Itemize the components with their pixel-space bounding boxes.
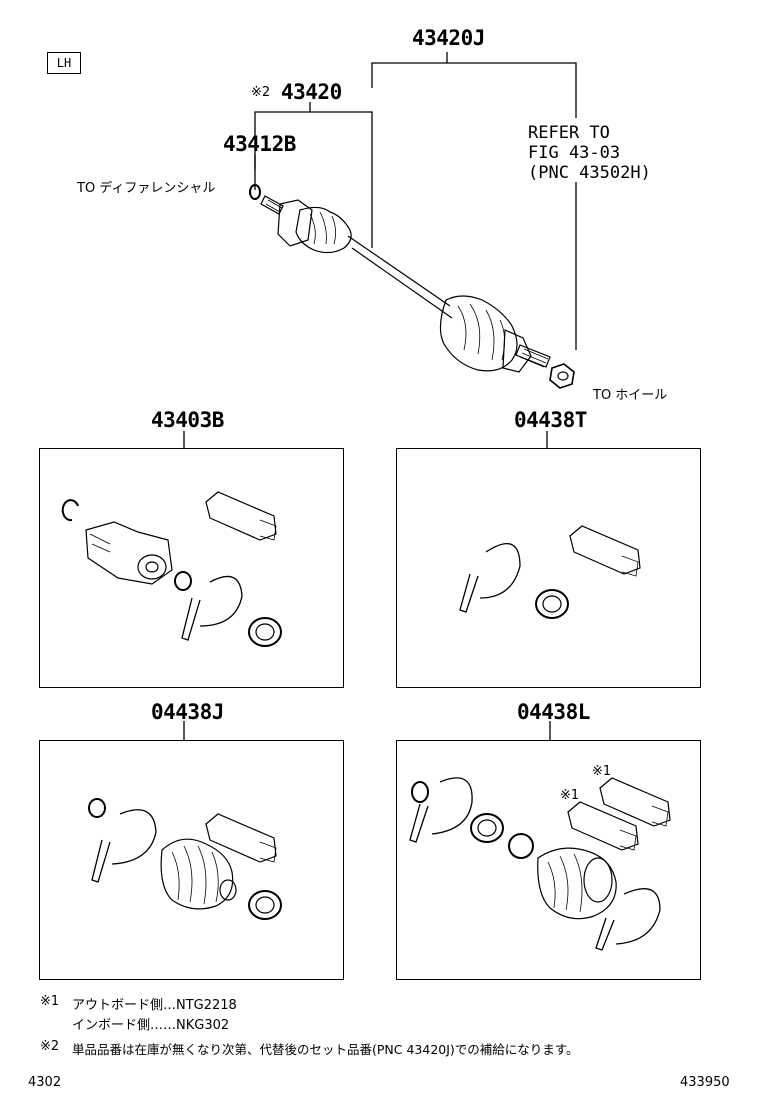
hub-nut	[549, 363, 575, 389]
snap-ring-a	[61, 499, 79, 522]
boot-band-d1	[409, 777, 473, 843]
grease-tube-c	[205, 813, 277, 863]
boot-d	[537, 847, 617, 920]
part-number-43420[interactable]: 43420	[281, 80, 342, 104]
panel-04438T-art	[459, 525, 641, 619]
boot-band-d2	[595, 888, 661, 951]
part-number-43412B[interactable]: 43412B	[223, 132, 296, 156]
side-badge: LH	[47, 52, 81, 74]
clamp-b	[535, 589, 569, 619]
kit-panel-04438T	[396, 448, 701, 688]
illustration-code: 433950	[680, 1075, 730, 1090]
part-number-43420J[interactable]: 43420J	[412, 26, 485, 50]
panel-04438L-art	[409, 777, 671, 951]
ring-d	[508, 833, 534, 859]
leader-43420J	[371, 62, 577, 118]
outer-joint	[502, 329, 532, 373]
boot-c	[160, 838, 234, 910]
inner-joint-a	[85, 521, 173, 585]
inner-boot	[295, 206, 352, 254]
inner-snap-ring	[249, 184, 261, 200]
note-mark-2: ※2	[251, 85, 271, 100]
boot-band-c	[91, 809, 157, 883]
kit-04438L-mark-b: ※1	[560, 788, 580, 803]
kit-part-number-04438T[interactable]: 04438T	[514, 408, 587, 432]
panel-04438J-art	[88, 798, 282, 920]
refer-line-3[interactable]: (PNC 43502H)	[528, 163, 651, 183]
grease-tube-d2	[567, 801, 639, 851]
kit-part-number-04438J[interactable]: 04438J	[151, 700, 224, 724]
boot-band-a	[181, 575, 243, 641]
refer-line-1[interactable]: REFER TO	[528, 123, 610, 143]
outer-boot	[439, 295, 518, 372]
drive-shaft-assembly	[249, 184, 575, 389]
note-2-text: 単品品番は在庫が無くなり次第、代替後のセット品番(PNC 43420J)での補給…	[72, 1042, 579, 1057]
boot-band-b	[459, 543, 521, 613]
note-1-line-1: アウトボード側…NTG2218	[72, 998, 237, 1013]
note-1-line-2: インボード側……NKG302	[72, 1018, 230, 1033]
snap-ring-c	[88, 798, 106, 818]
small-ring-a	[174, 571, 192, 591]
shaft	[347, 235, 453, 319]
kit-part-number-43403B[interactable]: 43403B	[151, 408, 224, 432]
note-1-mark: ※1	[40, 994, 60, 1009]
leader-lines	[183, 52, 577, 741]
kit-panel-43403B	[39, 448, 344, 688]
note-2-mark: ※2	[40, 1039, 60, 1054]
kit-04438L-mark-a: ※1	[592, 764, 612, 779]
grease-tube-b	[569, 525, 641, 575]
refer-line-2[interactable]: FIG 43-03	[528, 143, 621, 163]
clamp-d	[470, 813, 504, 843]
clamp-a	[248, 617, 282, 647]
to-differential-label: TO ディファレンシャル	[77, 181, 216, 196]
grease-tube-d1	[599, 777, 671, 827]
kit-part-number-04438L[interactable]: 04438L	[517, 700, 590, 724]
snap-ring-d	[411, 781, 429, 803]
figure-number: 4302	[28, 1075, 62, 1090]
clamp-c	[248, 890, 282, 920]
to-wheel-label: TO ホイール	[593, 388, 668, 403]
outer-spline	[515, 344, 551, 368]
grease-tube-a	[205, 491, 277, 541]
leader-43420	[254, 111, 373, 248]
panel-43403B-art	[61, 491, 282, 647]
kit-panel-04438J	[39, 740, 344, 980]
inner-joint-housing	[277, 199, 313, 247]
